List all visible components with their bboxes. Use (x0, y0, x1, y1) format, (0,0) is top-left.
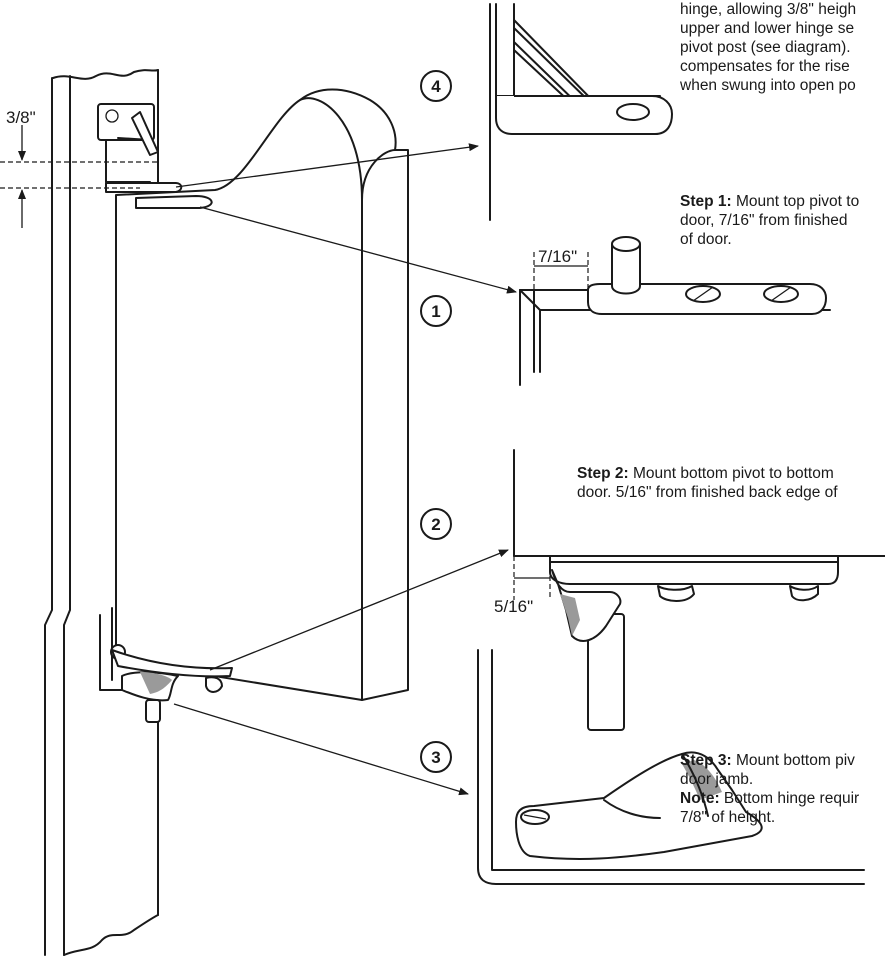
step-number-2: 2 (431, 515, 440, 534)
bottom-hinge-small (99, 607, 233, 723)
step3-note-line-2: 7/8" of height. (680, 809, 776, 826)
door-jamb (44, 69, 159, 956)
step3-label: Step 3: (680, 752, 732, 769)
step3-note-label: Note: (680, 790, 720, 807)
door-panel (115, 88, 409, 701)
step-number-3: 3 (431, 748, 440, 767)
step3-line-1: Mount bottom piv (731, 752, 855, 769)
top-hinge-line-3: pivot post (see diagram). (680, 39, 851, 56)
step-circle-4 (420, 70, 452, 102)
dimension-label-3-8: 3/8" (6, 108, 36, 127)
step-circles: 4 1 2 3 (420, 70, 452, 773)
dimension-3-8: 3/8" (0, 108, 160, 228)
step-circle-1 (420, 295, 452, 327)
step2-line-1: Mount bottom pivot to bottom (628, 465, 834, 482)
top-hinge-line-2: upper and lower hinge se (680, 20, 855, 37)
detail-top-hinge-bracket (489, 3, 673, 221)
step1-label: Step 1: (680, 193, 732, 210)
top-hinge-instructions: hinge, allowing 3/8" heigh upper and low… (680, 0, 856, 95)
step1-line-1: Mount top pivot to (731, 193, 860, 210)
step-number-1: 1 (431, 302, 440, 321)
step2-label: Step 2: (577, 465, 629, 482)
step3-line-2: door jamb. (680, 771, 754, 788)
detail-top-pivot: 7/16" (519, 236, 831, 386)
step-circle-2 (420, 508, 452, 540)
step-number-4: 4 (431, 77, 441, 96)
step3-instructions: Step 3: Mount bottom piv door jamb. Note… (680, 751, 859, 827)
step1-line-2: door, 7/16" from finished (680, 212, 848, 229)
step1-instructions: Step 1: Mount top pivot to door, 7/16" f… (680, 192, 859, 249)
top-hinge-line-4: compensates for the rise (680, 58, 850, 75)
step1-line-3: of door. (680, 231, 732, 248)
top-hinge-small (97, 103, 213, 209)
detail-bottom-pivot: 5/16" (494, 449, 885, 731)
top-hinge-line-1: hinge, allowing 3/8" heigh (680, 1, 857, 18)
step-circle-3 (420, 741, 452, 773)
dimension-label-7-16: 7/16" (538, 247, 577, 266)
top-hinge-line-5: when swung into open po (680, 77, 856, 94)
dimension-label-5-16: 5/16" (494, 597, 533, 616)
detail-bottom-jamb-pivot (477, 649, 865, 885)
callout-arrows (173, 143, 517, 796)
step2-instructions: Step 2: Mount bottom pivot to bottom doo… (577, 464, 838, 502)
step3-note-line-1: Bottom hinge requir (719, 790, 860, 807)
step2-line-2: door. 5/16" from finished back edge of (577, 484, 838, 501)
